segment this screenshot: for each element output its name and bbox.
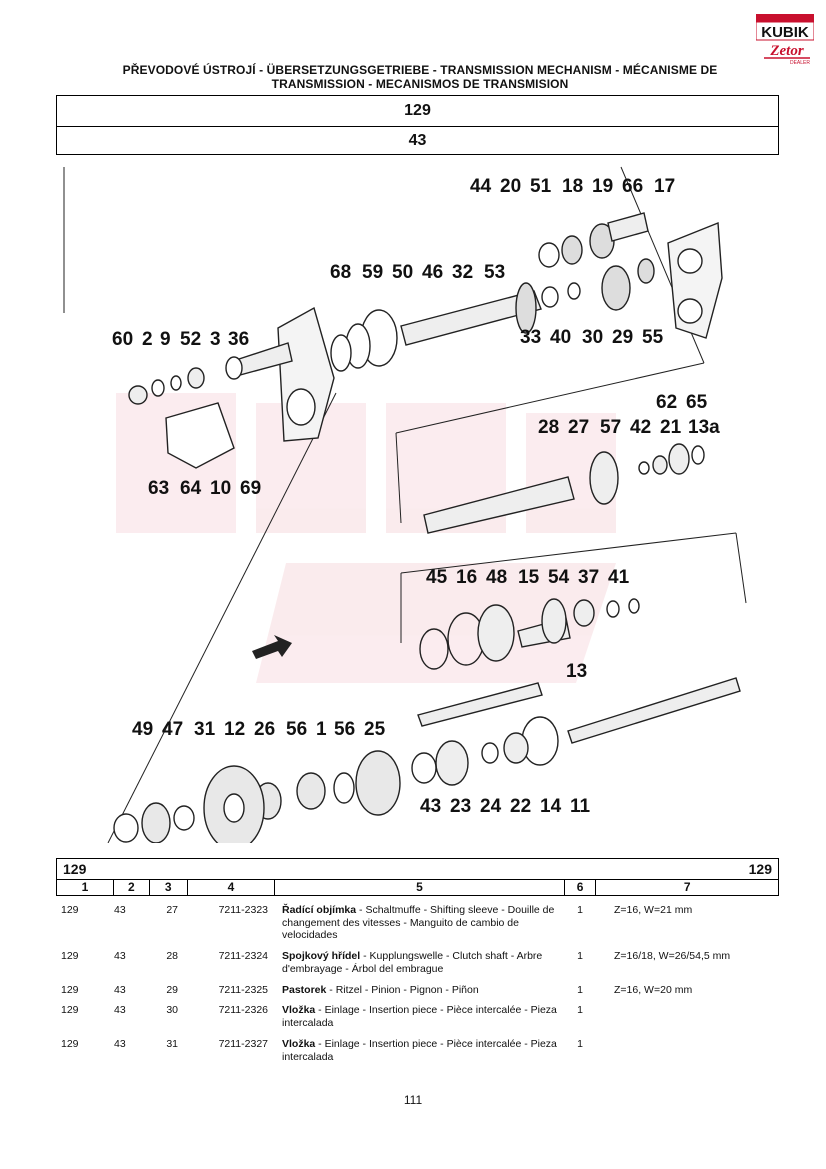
col-header-2: 2: [112, 880, 149, 895]
callout-47: 47: [162, 719, 183, 740]
callout-2: 2: [142, 329, 153, 350]
callout-18: 18: [562, 176, 583, 197]
page-number: 111: [403, 1093, 423, 1107]
callout-57: 57: [600, 417, 621, 438]
svg-text:KUBIK: KUBIK: [761, 24, 809, 41]
callout-41: 41: [608, 567, 630, 588]
col-header-5: 5: [274, 880, 563, 895]
callout-65: 65: [686, 392, 708, 413]
subgroup-number: 43: [408, 132, 427, 149]
callout-69: 69: [240, 478, 261, 499]
callout-19: 19: [592, 176, 613, 197]
callout-50: 50: [392, 262, 413, 283]
callout-12: 12: [224, 719, 245, 740]
col-header-4: 4: [186, 880, 275, 895]
callout-20: 20: [500, 176, 521, 197]
table-row: 129 43 30 7211-2326 Vložka - Einlage - I…: [61, 1004, 583, 1029]
callout-29: 29: [612, 327, 633, 348]
callout-36: 36: [228, 329, 249, 350]
callout-53: 53: [484, 262, 505, 283]
callout-40: 40: [550, 327, 571, 348]
col-header-6: 6: [563, 880, 596, 895]
callout-54: 54: [548, 567, 570, 588]
callout-51: 51: [530, 176, 552, 197]
table-row: 129 43 29 7211-2325 Pastorek - Ritzel - …: [61, 984, 693, 996]
callout-25: 25: [364, 719, 386, 740]
callout-32: 32: [452, 262, 473, 283]
exploded-diagram: 44 20 51 18 19 66 17 68 59 50 46 32 53 3…: [63, 166, 747, 843]
callout-30: 30: [582, 327, 603, 348]
table-rows: 129 43 27 7211-2323 Řadící objímka - Sch…: [56, 904, 779, 1068]
callout-17: 17: [654, 176, 675, 197]
svg-text:Zetor: Zetor: [769, 43, 803, 59]
callout-59: 59: [362, 262, 383, 283]
callout-56: 56: [286, 719, 307, 740]
callout-42: 42: [630, 417, 651, 438]
table-row: 129 43 27 7211-2323 Řadící objímka - Sch…: [61, 904, 693, 941]
callout-27: 27: [568, 417, 589, 438]
callout-43: 43: [420, 796, 441, 817]
callout-63: 63: [148, 478, 169, 499]
group-number: 129: [57, 96, 778, 127]
callout-66: 66: [622, 176, 643, 197]
title-line-1: PŘEVODOVÉ ÚSTROJÍ - ÜBERSETZUNGSGETRIEBE…: [122, 63, 718, 77]
callout-31: 31: [194, 719, 216, 740]
callout-15: 15: [518, 567, 540, 588]
callout-10: 10: [210, 478, 231, 499]
kubik-zetor-logo: KUBIK Zetor DEALER: [756, 14, 814, 66]
callout-55: 55: [642, 327, 664, 348]
table-group-right: 129: [748, 861, 772, 877]
callout-49: 49: [132, 719, 153, 740]
direction-arrow: [252, 635, 292, 659]
col-header-1: 1: [81, 880, 89, 894]
callout-52: 52: [180, 329, 201, 350]
table-row: 129 43 31 7211-2327 Vložka - Einlage - I…: [61, 1038, 583, 1063]
callout-26: 26: [254, 719, 275, 740]
callout-46: 46: [422, 262, 443, 283]
page-title: PŘEVODOVÉ ÚSTROJÍ - ÜBERSETZUNGSGETRIEBE…: [90, 63, 750, 91]
callout-24: 24: [480, 796, 502, 817]
callout-3: 3: [210, 329, 221, 350]
callout-13a: 13a: [688, 417, 720, 438]
callout-1: 1: [316, 719, 327, 740]
callout-14: 14: [540, 796, 562, 817]
callout-11: 11: [570, 796, 591, 817]
callout-21: 21: [660, 417, 682, 438]
table-group-left: 129: [63, 861, 87, 877]
group-header: 129 43: [56, 95, 779, 155]
callout-56b: 56: [334, 719, 355, 740]
callout-22: 22: [510, 796, 531, 817]
parts-table: 129 129 1 2 3 4 5 6 7 129 43 27 7211-232…: [56, 858, 779, 1068]
col-header-3: 3: [148, 880, 187, 895]
table-row: 129 43 28 7211-2324 Spojkový hřídel - Ku…: [61, 950, 731, 975]
callout-60: 60: [112, 329, 133, 350]
callout-62: 62: [656, 392, 677, 413]
callout-44: 44: [470, 176, 492, 197]
callout-16: 16: [456, 567, 477, 588]
table-group-row: 129 129: [56, 858, 779, 879]
callout-64: 64: [180, 478, 202, 499]
callout-13: 13: [566, 661, 587, 682]
callout-33: 33: [520, 327, 541, 348]
callout-28: 28: [538, 417, 559, 438]
table-column-header: 1 2 3 4 5 6 7: [56, 879, 779, 896]
col-header-7: 7: [595, 880, 778, 895]
callout-9: 9: [160, 329, 171, 350]
callout-45: 45: [426, 567, 448, 588]
callout-68: 68: [330, 262, 351, 283]
svg-text:DEALER: DEALER: [790, 60, 810, 66]
callout-23: 23: [450, 796, 471, 817]
title-line-2: TRANSMISSION - MECANISMOS DE TRANSMISION: [271, 77, 569, 91]
callout-37: 37: [578, 567, 599, 588]
callout-48: 48: [486, 567, 507, 588]
